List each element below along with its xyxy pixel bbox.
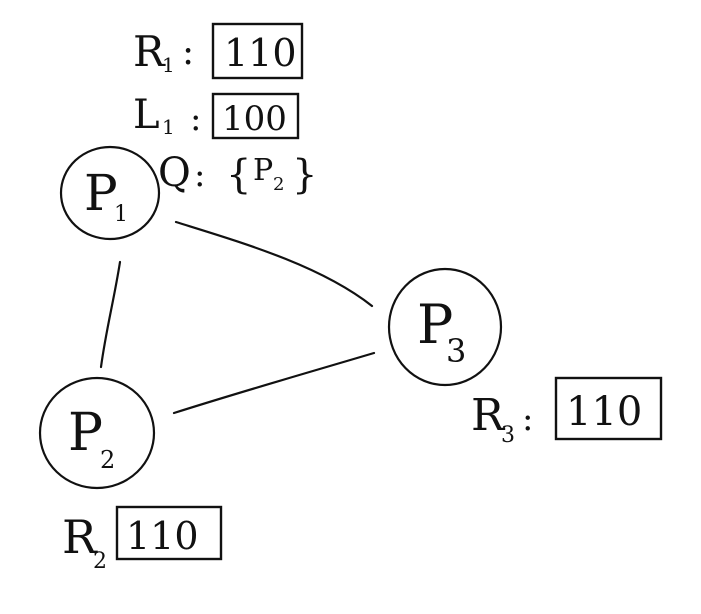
p2-r-subscript: 2: [93, 549, 107, 574]
p1-q-item-letter: P: [253, 153, 273, 188]
p1-q-item-subscript: 2: [273, 174, 284, 195]
p3-r-value-box: [554, 376, 663, 441]
node-p1-letter: P: [84, 164, 118, 222]
p3-r-label: R: [471, 390, 506, 441]
p1-l-label: L: [133, 92, 160, 138]
node-p1: P 1: [59, 145, 161, 241]
p1-queue: Q : { P 2 }: [158, 150, 317, 198]
p2-r-value-box: [115, 505, 223, 561]
p3-r-value: 110: [566, 389, 642, 435]
p1-q-close-brace: }: [292, 152, 317, 198]
p1-q-separator: :: [194, 155, 205, 195]
p1-l-subscript: 1: [162, 115, 175, 139]
p1-r-register: R 1 : 110: [133, 22, 304, 80]
p3-r-separator: :: [522, 399, 533, 439]
p1-l-value-box: [211, 92, 300, 140]
p1-r-label: R: [133, 27, 166, 76]
p1-l-separator: :: [190, 99, 201, 139]
p1-l-register: L 1 : 100: [133, 92, 300, 140]
p1-r-separator: :: [182, 32, 194, 73]
node-p2: P 2: [38, 376, 156, 490]
p2-r-label: R: [62, 510, 98, 564]
p1-r-value-box: [211, 22, 304, 80]
edge-p1-p2: [99, 260, 122, 369]
p3-r-subscript: 3: [501, 423, 515, 448]
p1-r-value: 110: [224, 31, 297, 75]
p2-r-value: 110: [126, 514, 199, 558]
edge-p2-p3: [172, 351, 376, 415]
node-p3-subscript: 3: [446, 332, 466, 370]
p1-l-value: 100: [222, 99, 287, 139]
p1-q-label: Q: [158, 150, 191, 196]
p1-r-subscript: 1: [162, 53, 175, 77]
node-p2-letter: P: [68, 403, 103, 463]
p3-r-register: R 3 : 110: [471, 376, 663, 448]
node-p2-subscript: 2: [100, 446, 115, 474]
node-p1-subscript: 1: [114, 202, 128, 227]
node-p3: P 3: [387, 267, 503, 387]
p2-r-register: R 2 110: [62, 505, 223, 574]
node-p3-letter: P: [417, 293, 453, 356]
edge-p1-p3: [174, 220, 374, 308]
p1-q-open-brace: {: [226, 152, 251, 198]
